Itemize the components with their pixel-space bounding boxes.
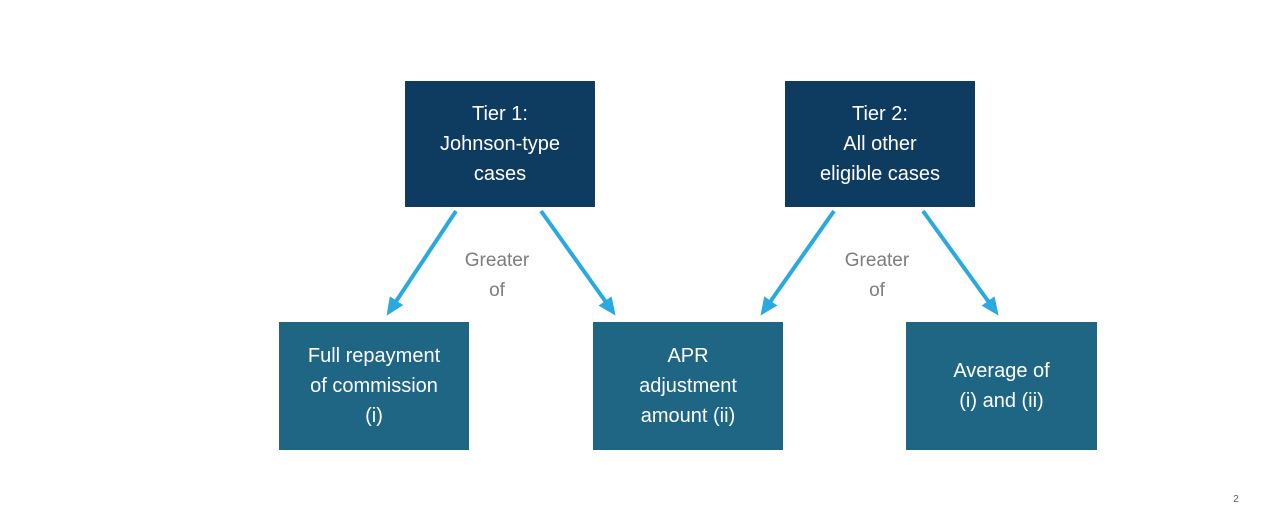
outcome-box-apr-adjustment: APR adjustment amount (ii) [593, 322, 783, 450]
outcome-box-apr-adjustment-label: APR adjustment amount (ii) [639, 345, 737, 427]
outcome-box-full-repayment-label: Full repayment of commission (i) [307, 345, 441, 427]
greater-of-label-tier1: Greater of [464, 250, 530, 301]
tier2-box: Tier 2: All other eligible cases [785, 81, 975, 207]
outcome-box-average-label: Average of (i) and (ii) [953, 360, 1050, 412]
tier1-box-label: Tier 1: Johnson-type cases [439, 103, 561, 185]
page-number: 2 [1233, 494, 1239, 505]
outcome-box-average: Average of (i) and (ii) [906, 322, 1097, 450]
outcome-box-full-repayment: Full repayment of commission (i) [279, 322, 469, 450]
greater-of-label-tier2: Greater of [844, 250, 910, 301]
tier2-box-label: Tier 2: All other eligible cases [819, 103, 941, 185]
tier1-box: Tier 1: Johnson-type cases [405, 81, 595, 207]
